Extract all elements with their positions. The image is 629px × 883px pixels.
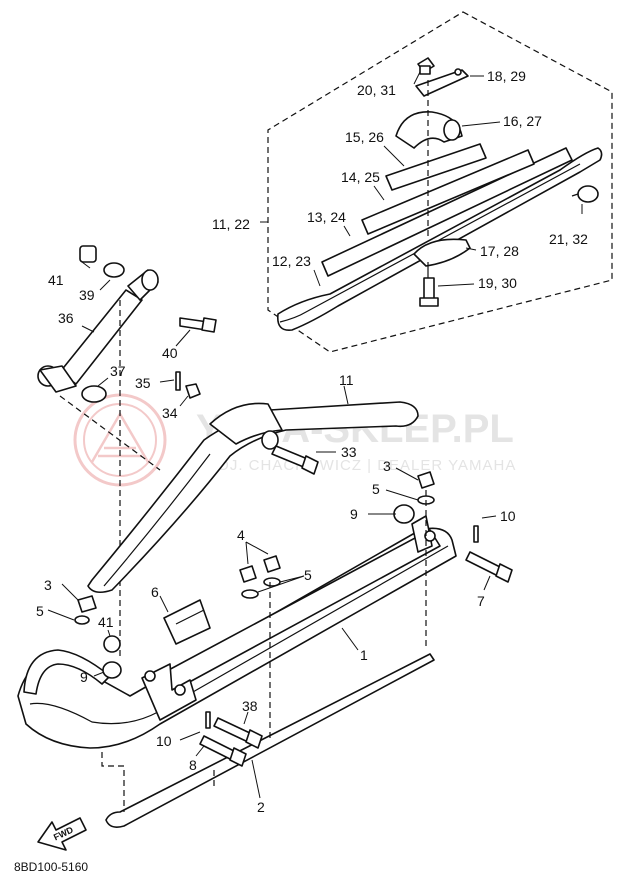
callout-34: 34 [162,405,178,421]
callout-9-right: 9 [350,506,358,522]
callout-3-right: 3 [383,458,391,474]
callout-36: 36 [58,310,74,326]
diagram-code: 8BD100-5160 [14,860,88,874]
callout-18-29: 18, 29 [487,68,526,84]
callout-16-27: 16, 27 [503,113,542,129]
callout-8: 8 [189,757,197,773]
callout-10-right: 10 [500,508,516,524]
callout-5-middle: 5 [304,567,312,583]
callout-5-left: 5 [36,603,44,619]
callout-12-23: 12, 23 [272,253,311,269]
ski-leaf-spring [87,401,419,594]
callout-40: 40 [162,345,178,361]
callout-19-30: 19, 30 [478,275,517,291]
callout-3-left: 3 [44,577,52,593]
callout-2: 2 [257,799,265,815]
leaf-spring-group-boundary [267,11,613,353]
callout-41-upper: 41 [48,272,64,288]
callout-37: 37 [110,363,126,379]
callout-11: 11 [339,372,354,388]
callout-6: 6 [151,584,159,600]
callout-35: 35 [135,375,151,391]
fwd-arrow-icon: FWD [37,817,87,851]
callout-10-lower: 10 [156,733,172,749]
callout-21-32: 21, 32 [549,231,588,247]
callout-15-26: 15, 26 [345,129,384,145]
leaf-spring-assembly [276,57,603,331]
callout-7: 7 [477,593,485,609]
callout-38: 38 [242,698,258,714]
callout-17-28: 17, 28 [480,243,519,259]
callout-9-left: 9 [80,669,88,685]
callout-1: 1 [360,647,368,663]
callout-5-right: 5 [372,481,380,497]
callout-14-25: 14, 25 [341,169,380,185]
leader-lines [47,71,583,799]
callout-13-24: 13, 24 [307,209,346,225]
callout-33: 33 [341,444,357,460]
callout-4: 4 [237,527,245,543]
ski-assembly [17,471,513,828]
watermark-tagline: WOJ. CHACHOWICZ | DEALER YAMAHA [202,457,516,474]
shock-absorber-assembly [37,245,217,660]
callout-20-31: 20, 31 [357,82,396,98]
callout-11-22: 11, 22 [212,216,250,232]
callout-39: 39 [79,287,95,303]
callout-labels: 18, 29 20, 31 16, 27 15, 26 14, 25 11, 2… [36,68,588,815]
callout-41-lower: 41 [98,614,114,630]
